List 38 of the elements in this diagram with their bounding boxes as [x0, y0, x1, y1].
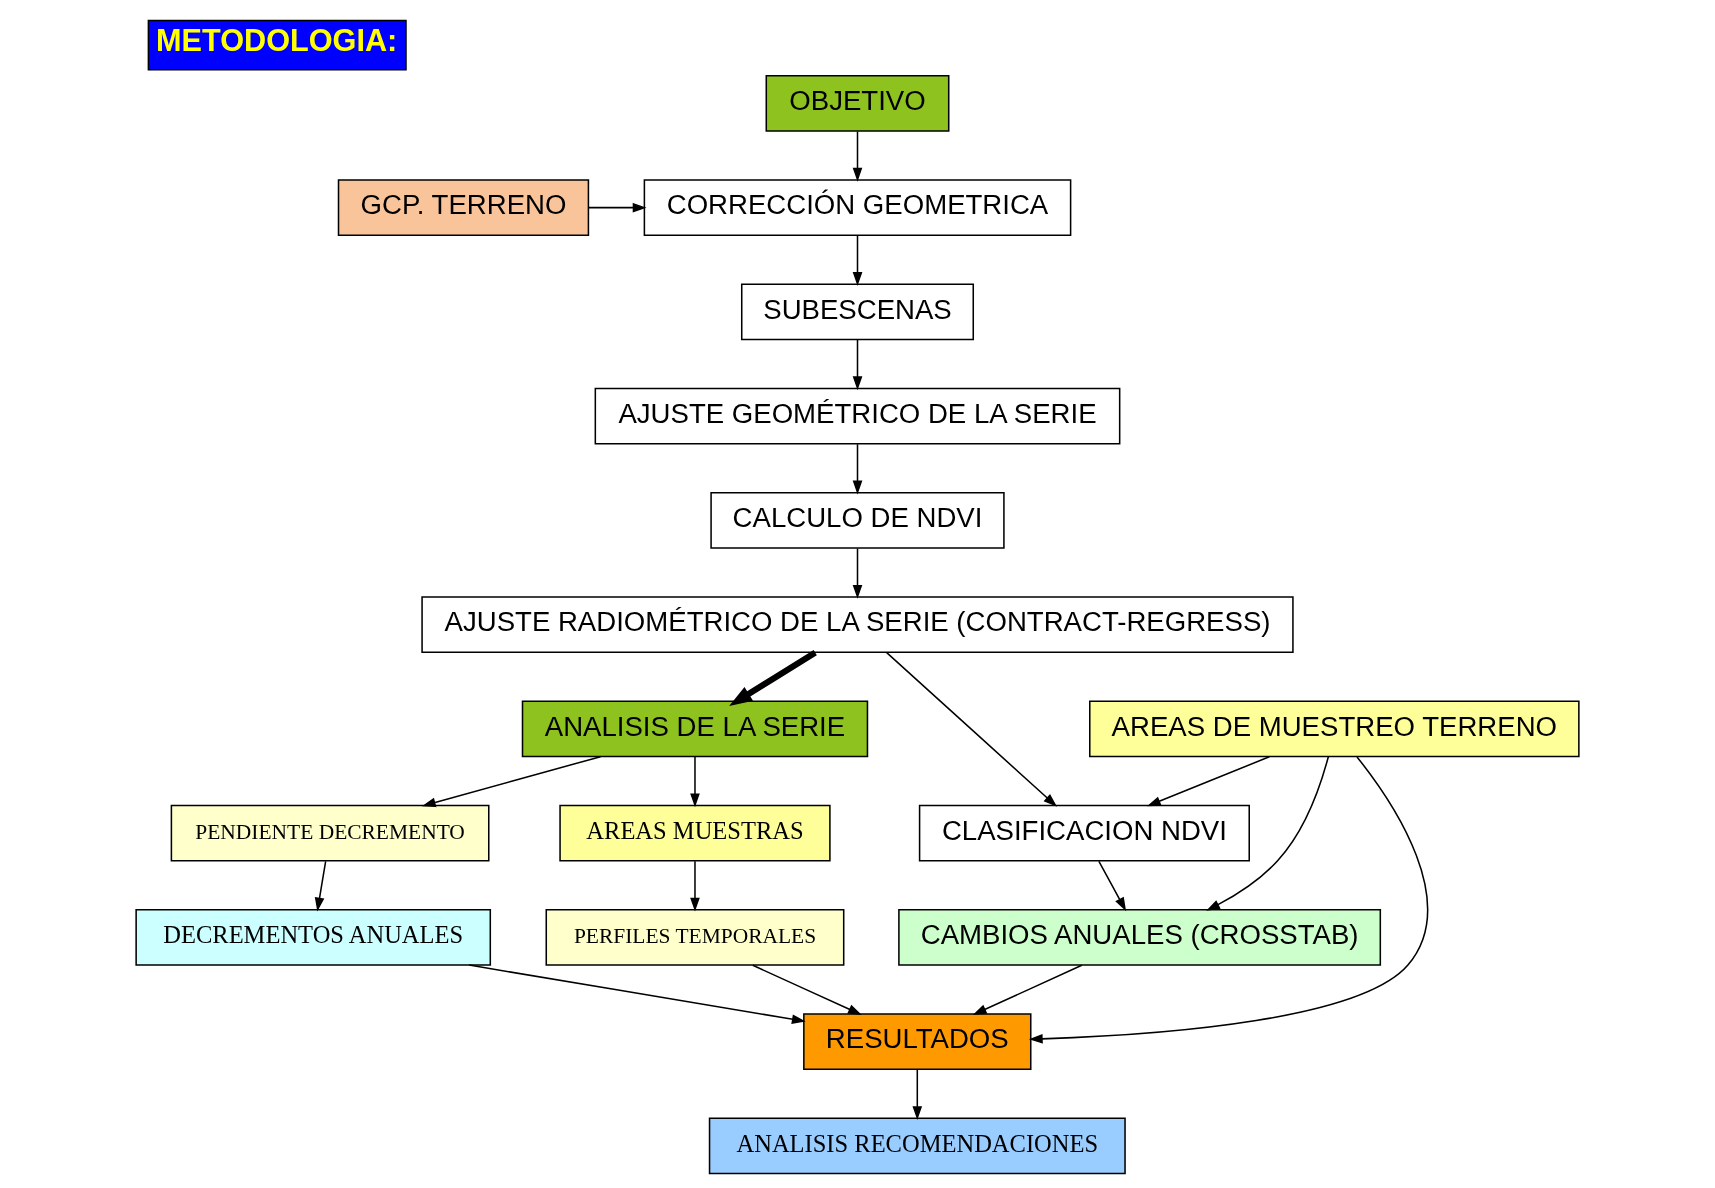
node-box: SUBESCENAS: [740, 283, 975, 341]
arrow: [852, 235, 863, 286]
arrow: [690, 756, 700, 808]
node-box: AJUSTE RADIOMÉTRICO DE LA SERIE (CONTRACT-REGRESS): [421, 596, 1294, 654]
node-box: DECREMENTOS ANUALES: [135, 909, 492, 966]
node-box: AREAS MUESTRAS: [559, 804, 831, 862]
node-box: CALCULO DE NDVI: [710, 492, 1005, 549]
arrow: [1028, 756, 1429, 1044]
node-box: OBJETIVO: [765, 75, 950, 132]
arrow: [468, 964, 806, 1024]
arrow: [729, 649, 817, 707]
node-box: CORRECCIÓN GEOMETRICA: [643, 179, 1072, 236]
arrow: [885, 651, 1058, 807]
node-box: PENDIENTE DECREMENTO: [170, 804, 490, 862]
arrow: [912, 1069, 923, 1120]
arrow: [852, 339, 863, 391]
arrow: [314, 860, 327, 912]
arrow: [1098, 860, 1127, 912]
arrow: [852, 547, 863, 599]
node-box: ANALISIS DE LA SERIE: [521, 700, 869, 758]
arrow: [852, 130, 863, 182]
arrow: [1206, 756, 1330, 911]
node-box: AJUSTE GEOMÉTRICO DE LA SERIE: [594, 387, 1121, 445]
arrow: [690, 860, 700, 912]
arrow: [752, 964, 862, 1015]
arrow: [421, 755, 602, 808]
arrow: [852, 443, 863, 495]
node-box: GCP. TERRENO: [337, 179, 590, 236]
node-box: CLASIFICACION NDVI: [918, 804, 1250, 862]
node-box: PERFILES TEMPORALES: [545, 909, 845, 966]
arrow: [972, 964, 1083, 1015]
node-box: AREAS DE MUESTREO TERRENO: [1089, 700, 1580, 758]
arrow: [1146, 756, 1271, 807]
node-box: ANALISIS RECOMENDACIONES: [708, 1117, 1126, 1175]
arrow: [587, 202, 647, 213]
node-box: CAMBIOS ANUALES (CROSSTAB): [898, 909, 1382, 966]
diagram-title: METODOLOGIA:: [156, 23, 398, 58]
node-box: RESULTADOS: [803, 1013, 1032, 1071]
